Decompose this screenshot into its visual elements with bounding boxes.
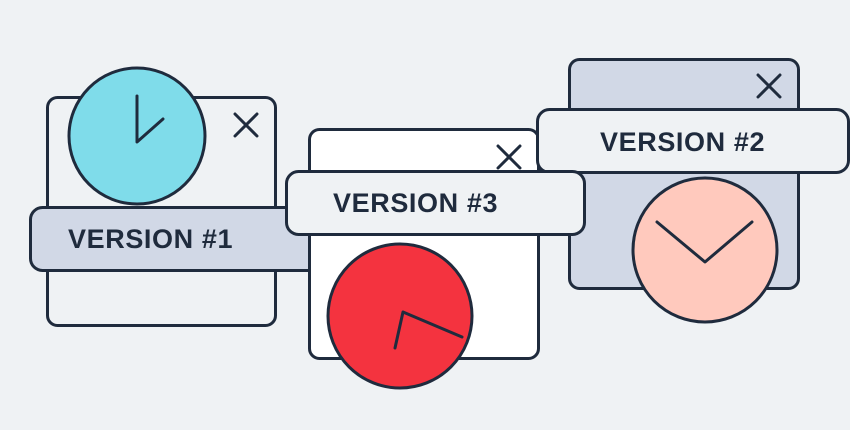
- label-version-3[interactable]: VERSION #3: [285, 170, 586, 236]
- label-version-2[interactable]: VERSION #2: [536, 108, 850, 174]
- clock-icon-cyan: [67, 66, 207, 206]
- clock-icon-red-face: [326, 242, 474, 390]
- clock-icon-red: [326, 242, 474, 390]
- label-version-2-plate: [536, 108, 850, 174]
- label-version-3-text: VERSION #3: [333, 188, 498, 218]
- close-icon[interactable]: [756, 73, 782, 99]
- label-version-2-text: VERSION #2: [600, 127, 765, 157]
- label-version-3-plate: [285, 170, 586, 236]
- clock-icon-cyan-hands: [135, 94, 165, 144]
- close-icon[interactable]: [496, 144, 522, 170]
- close-icon-stroke-b: [756, 73, 782, 99]
- clock-icon-pink-face: [631, 176, 779, 324]
- close-icon-stroke-b: [496, 144, 522, 170]
- clock-icon-pink: [631, 176, 779, 324]
- clock-icon-red-hands: [393, 310, 464, 350]
- label-version-1-text: VERSION #1: [68, 224, 233, 254]
- close-icon-stroke-b: [233, 112, 259, 138]
- close-icon[interactable]: [233, 112, 259, 138]
- clock-icon-pink-hands: [655, 220, 754, 264]
